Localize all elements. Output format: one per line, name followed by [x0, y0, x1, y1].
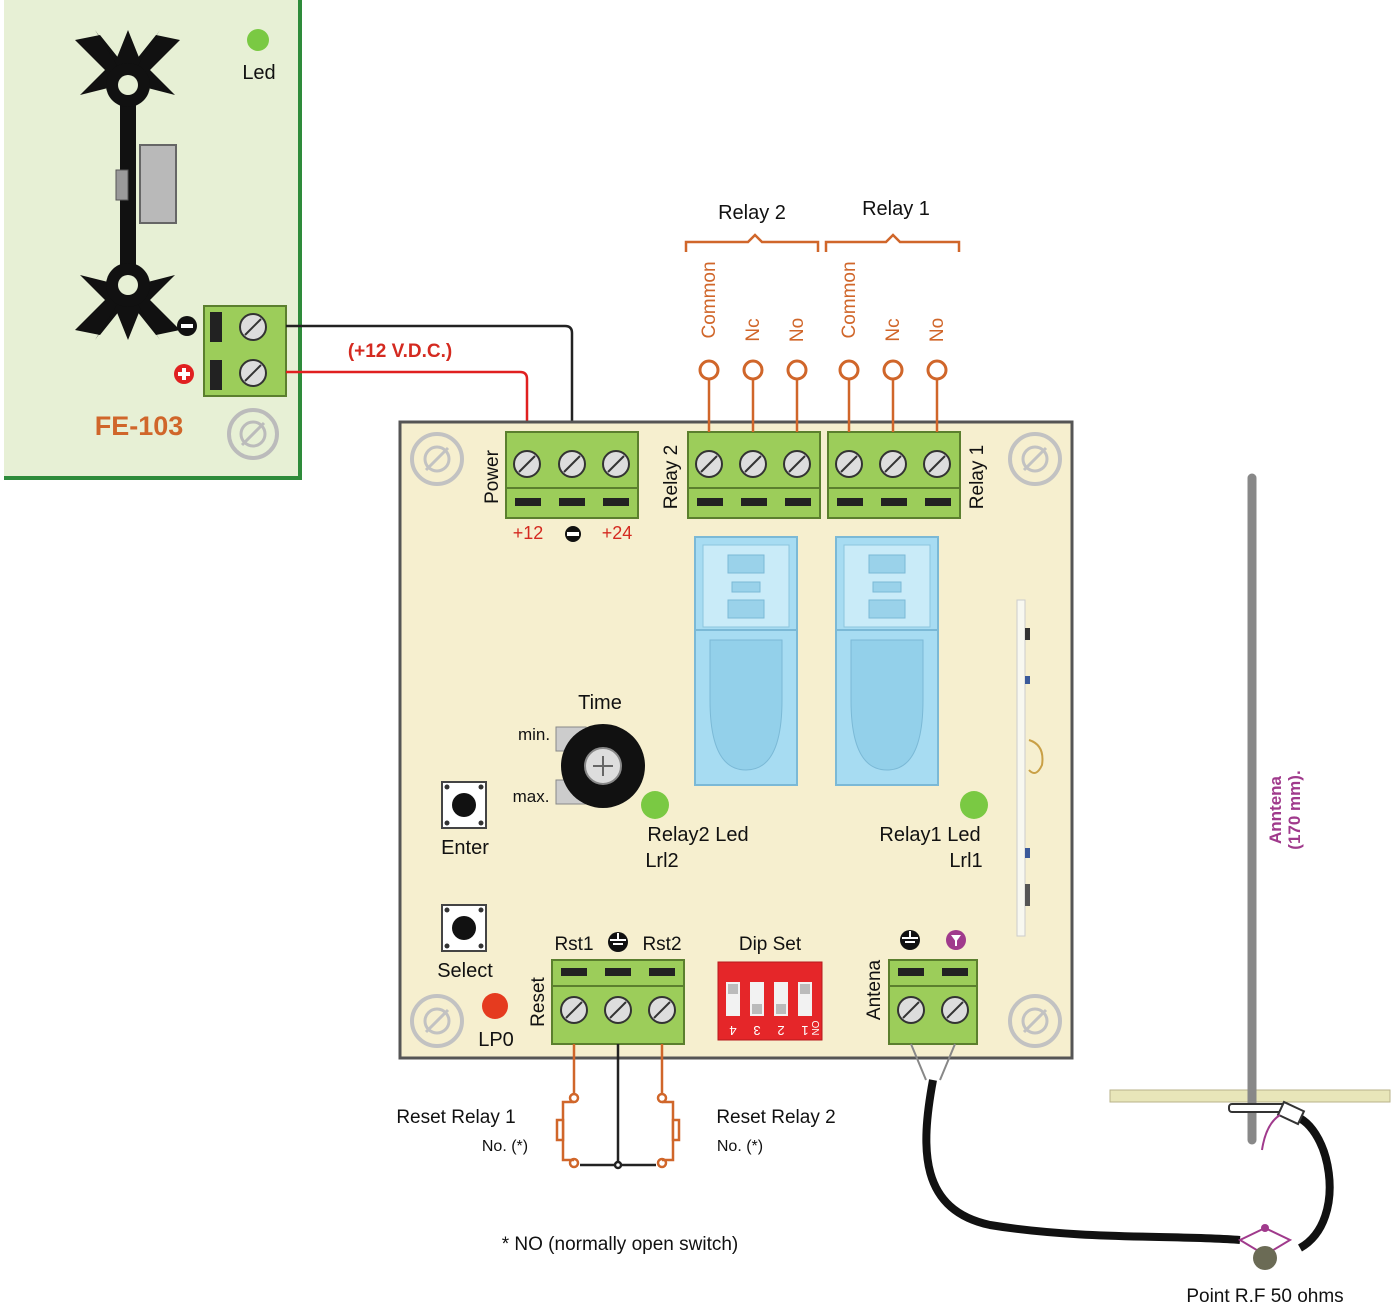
voltage-label: (+12 V.D.C.): [348, 341, 452, 362]
relay2-group-label: Relay 2: [718, 202, 786, 224]
red-wire: [286, 370, 529, 432]
reset-relay1-sub: No. (*): [482, 1138, 528, 1155]
power-pin-12: +12: [513, 523, 544, 543]
time-max-label: max.: [513, 787, 550, 806]
relay1-led-label: Relay1 Led: [879, 824, 980, 846]
dip-on-label: ON: [809, 1021, 820, 1036]
psu-module: Led FE-103: [4, 0, 302, 480]
relay1-component: [835, 536, 939, 786]
relay2-terminal: [687, 431, 821, 519]
psu-led-label: Led: [242, 62, 275, 84]
power-label: Power: [482, 449, 503, 504]
board-mounting-holes: [410, 432, 1062, 1048]
antenna-terminal-label: Antena: [864, 959, 885, 1020]
reset-relay2-title: Reset Relay 2: [716, 1107, 835, 1128]
mounting-hole-icon: [227, 408, 279, 460]
psu-board-edge: [4, 0, 302, 480]
lp0-led: [482, 993, 508, 1019]
footnote: * NO (normally open switch): [502, 1234, 739, 1255]
select-button[interactable]: [441, 904, 487, 952]
antenna-label-line2: (170 mm).: [1285, 770, 1304, 849]
dip-number-3: 3: [753, 1023, 760, 1038]
relay1-group-label: Relay 1: [862, 198, 930, 220]
relay1-led-code: Lrl1: [949, 850, 982, 872]
antenna-terminal: [888, 959, 978, 1045]
reset-terminal: [551, 959, 685, 1045]
dip-label: Dip Set: [739, 934, 802, 955]
coax-cable: [922, 1079, 1241, 1244]
lp0-label: LP0: [478, 1029, 514, 1051]
select-label: Select: [437, 960, 493, 982]
dip-number-4: 4: [729, 1023, 736, 1038]
power-wires: [286, 324, 574, 432]
relay2-led: [641, 791, 669, 819]
dip-number-2: 2: [777, 1023, 784, 1038]
reset-pin-rst1: Rst1: [554, 934, 593, 955]
relay1-terminal-label: Relay 1: [967, 445, 988, 509]
antenna-ground-icon: [900, 930, 920, 950]
relay1-terminal: [827, 431, 961, 519]
relay2-no-label: No: [787, 318, 808, 342]
psu-model-label: FE-103: [95, 411, 184, 441]
reset-relay1-title: Reset Relay 1: [396, 1107, 515, 1128]
relay1-common-label: Common: [839, 261, 860, 338]
main-board: Power +12 +24 Relay 2: [398, 420, 1074, 1060]
dip-number-1: 1: [801, 1023, 808, 1038]
heatsink-icon: [75, 30, 180, 340]
psu-terminal: [203, 305, 287, 397]
time-label: Time: [578, 692, 622, 714]
reset-switch-wiring: [555, 1044, 681, 1170]
relay-output-contacts: [684, 233, 961, 432]
power-pin-24: +24: [602, 523, 633, 543]
relay2-terminal-label: Relay 2: [661, 445, 682, 509]
relay1-no-label: No: [927, 318, 948, 342]
relay2-nc-label: Nc: [743, 318, 764, 341]
psu-led: [247, 29, 269, 51]
enter-button[interactable]: [441, 781, 487, 829]
reset-label: Reset: [528, 976, 549, 1026]
relay2-common-label: Common: [699, 261, 720, 338]
reset-relay2-sub: No. (*): [717, 1138, 763, 1155]
time-min-label: min.: [518, 725, 550, 744]
antenna-assembly: [910, 473, 1391, 1270]
relay2-led-label: Relay2 Led: [647, 824, 748, 846]
reset-pin-rst2: Rst2: [642, 934, 681, 955]
antenna-label-line1: Anntena: [1266, 775, 1285, 844]
rf-point-label: Point R.F 50 ohms: [1186, 1286, 1343, 1307]
relay2-led-code: Lrl2: [645, 850, 678, 872]
relay1-nc-label: Nc: [883, 318, 904, 341]
reset-ground-icon: [608, 932, 628, 952]
rf-module: [1016, 599, 1044, 937]
enter-label: Enter: [441, 837, 489, 859]
power-terminal: [505, 431, 639, 519]
relay1-led: [960, 791, 988, 819]
black-wire: [286, 324, 574, 432]
dip-switch[interactable]: [717, 961, 823, 1041]
antenna-signal-icon: [946, 930, 966, 950]
time-potentiometer[interactable]: [555, 724, 645, 808]
relay2-component: [694, 536, 798, 786]
